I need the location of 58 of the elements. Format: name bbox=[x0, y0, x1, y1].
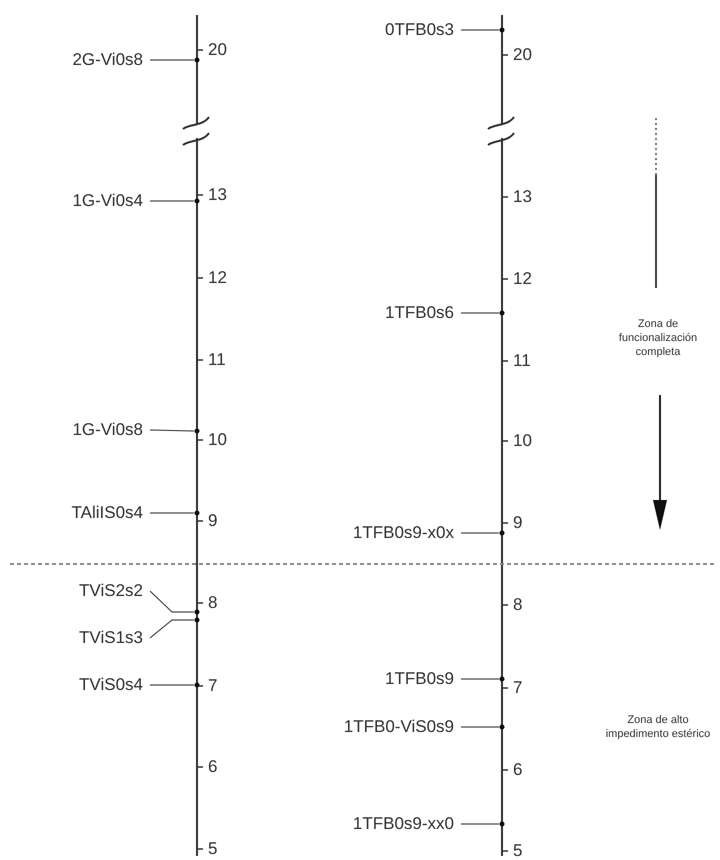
data-point-dot bbox=[500, 822, 504, 826]
tick-label: 8 bbox=[513, 595, 522, 615]
tick-label: 12 bbox=[513, 269, 532, 289]
tick-label: 9 bbox=[513, 513, 522, 533]
data-point-dot bbox=[500, 310, 504, 316]
sample-label: TViS1s3 bbox=[79, 628, 143, 648]
sample-label: 2G-Vi0s8 bbox=[72, 50, 143, 70]
data-point-dot bbox=[194, 618, 200, 622]
data-point-dot bbox=[500, 676, 504, 682]
sample-label: 1G-Vi0s4 bbox=[72, 191, 143, 211]
tick-label: 6 bbox=[513, 760, 522, 780]
tick-label: 12 bbox=[208, 268, 227, 288]
tick-label: 20 bbox=[513, 45, 532, 65]
tick-label: 11 bbox=[208, 350, 226, 370]
leader-line bbox=[150, 200, 194, 202]
leader-line bbox=[460, 532, 500, 534]
sample-label: 1TFB0s9 bbox=[385, 669, 454, 689]
tick-label: 10 bbox=[513, 431, 532, 451]
data-point-dot bbox=[194, 198, 200, 204]
data-point-dot bbox=[500, 530, 504, 536]
leader-line bbox=[150, 430, 194, 432]
sample-label: 1TFB0s9-x0x bbox=[352, 523, 454, 543]
tick-label: 7 bbox=[513, 678, 522, 698]
tick-label: 20 bbox=[208, 40, 227, 60]
leader-line bbox=[150, 512, 194, 514]
zone-label: Zona de alto impedimento estérico bbox=[604, 713, 712, 741]
sample-label: 1TFB0s6 bbox=[385, 303, 454, 323]
leader-line bbox=[150, 590, 194, 612]
tick-label: 11 bbox=[513, 351, 531, 371]
tick-label: 9 bbox=[208, 511, 218, 531]
tick-label: 13 bbox=[208, 185, 227, 205]
sample-label: 0TFB0s3 bbox=[385, 20, 454, 40]
sample-label: 1TFB0-ViS0s9 bbox=[344, 717, 454, 737]
tick-label: 7 bbox=[208, 676, 218, 696]
data-point-dot bbox=[194, 610, 200, 614]
data-point-dot bbox=[194, 428, 200, 434]
sample-label: 1G-Vi0s8 bbox=[72, 420, 143, 440]
tick-label: 6 bbox=[208, 757, 218, 777]
sample-label: TViS2s2 bbox=[79, 581, 143, 601]
zone-label: Zona de funcionalización completa bbox=[618, 317, 698, 359]
tick-label: 8 bbox=[208, 593, 218, 613]
data-point-dot bbox=[500, 724, 504, 730]
data-point-dot bbox=[194, 682, 200, 688]
leader-line bbox=[150, 620, 194, 638]
tick-label: 10 bbox=[208, 430, 227, 450]
data-point-dot bbox=[194, 58, 200, 62]
leader-line bbox=[460, 678, 500, 680]
tick-label: 13 bbox=[513, 187, 532, 207]
tick-label: 5 bbox=[208, 839, 218, 859]
leader-line bbox=[460, 726, 500, 728]
sample-label: TAliIS0s4 bbox=[72, 503, 143, 523]
leader-line bbox=[150, 684, 194, 686]
data-point-dot bbox=[500, 28, 504, 32]
sample-label: TViS0s4 bbox=[79, 675, 143, 695]
data-point-dot bbox=[194, 510, 200, 516]
tick-label: 5 bbox=[513, 841, 522, 860]
leader-line bbox=[460, 312, 500, 314]
sample-label: 1TFB0s9-xx0 bbox=[352, 814, 454, 834]
